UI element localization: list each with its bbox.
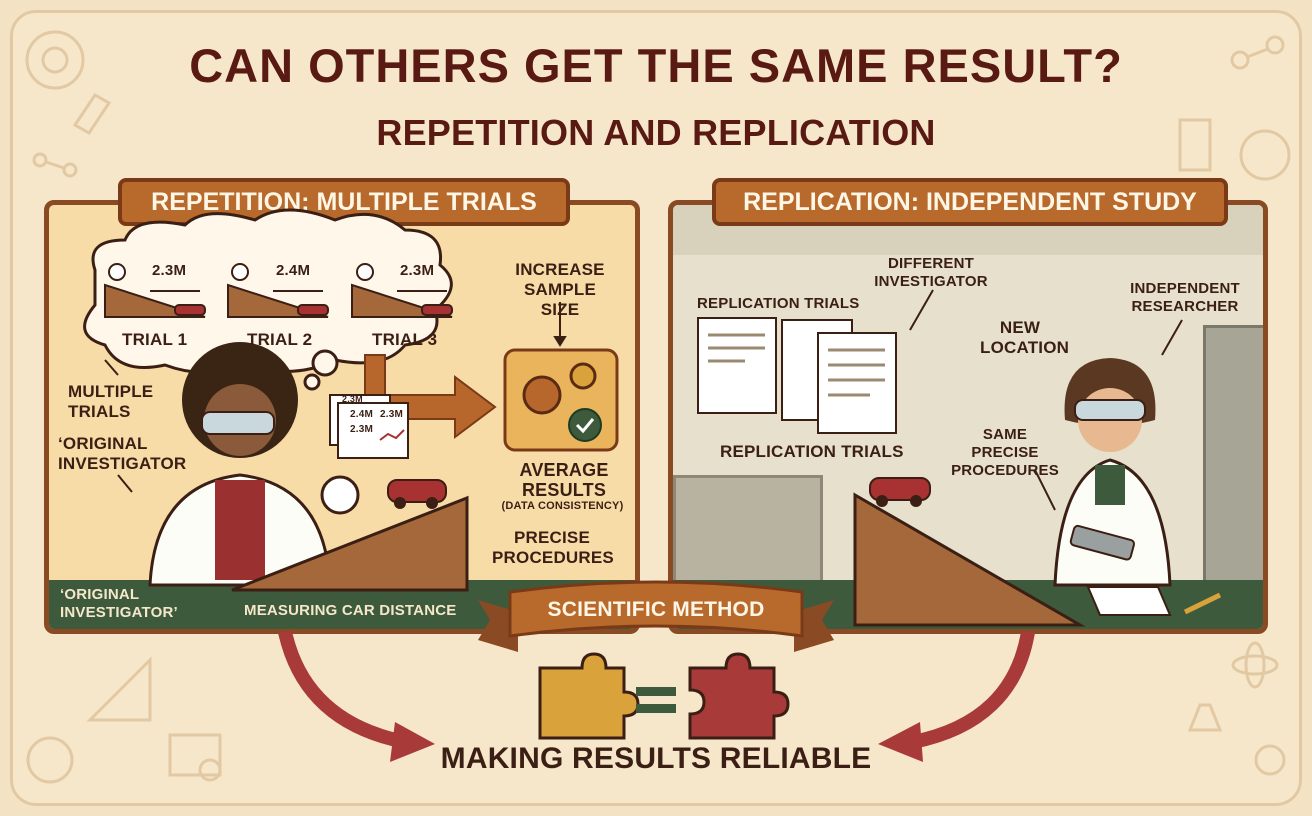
- trial-1-distance: 2.3m: [152, 262, 187, 279]
- left-result-arrow: [278, 630, 407, 749]
- replication-ramp: [853, 492, 1086, 627]
- scientific-method-ribbon: [508, 580, 804, 638]
- page-title: CAN OTHERS GET THE SAME RESULT?: [189, 39, 1123, 92]
- car-icon-1: [174, 304, 206, 316]
- car-icon-2: [297, 304, 329, 316]
- different-investigator-label: DIFFERENT INVESTIGATOR: [874, 255, 988, 290]
- replication-documents: [697, 317, 897, 434]
- card-value-1: 2.3m: [342, 394, 363, 404]
- gear-icon-right: [1239, 129, 1291, 181]
- equals-sign: [636, 687, 676, 696]
- lab-door: [1203, 325, 1263, 585]
- precise-procedures-label: PRECISE PROCEDURES: [492, 528, 614, 567]
- clipboard-icon: [1178, 118, 1212, 172]
- card-value-3: 2.3m: [380, 409, 404, 420]
- beaker-icon: [1187, 703, 1223, 732]
- flask-icon: [72, 93, 112, 135]
- measuring-car-distance-label: MEASURING CAR DISTANCE: [244, 602, 457, 619]
- researcher-goggles-icon: [1074, 399, 1146, 421]
- atom-icon: [1231, 654, 1279, 676]
- thought-cloud: [83, 208, 453, 374]
- stopwatch-icon-2: [231, 263, 249, 281]
- car-icon-3: [421, 304, 453, 316]
- same-precise-procedures-label: SAME PRECISE PROCEDURES: [951, 426, 1059, 479]
- trial-2-label: TRIAL 2: [247, 330, 313, 349]
- trial-2-distance: 2.4m: [276, 262, 311, 279]
- right-result-arrow: [911, 630, 1035, 749]
- average-results-box: [503, 348, 619, 452]
- trial-3-label: TRIAL 3: [372, 330, 438, 349]
- replication-trials-bottom-label: REPLICATION TRIALS: [720, 442, 904, 461]
- replication-trials-top-label: REPLICATION TRIALS: [697, 295, 860, 312]
- average-results-label: AVERAGE RESULTS: [519, 460, 609, 500]
- check-icon: [568, 408, 602, 442]
- trial-1-label: TRIAL 1: [122, 330, 188, 349]
- data-consistency-label: (DATA CONSISTENCY): [501, 500, 624, 512]
- researcher-lab-coat: [1053, 458, 1172, 587]
- stopwatch-icon-1: [108, 263, 126, 281]
- increase-sample-size-label: INCREASE SAMPLE SIZE: [515, 260, 605, 319]
- gear-icon-small: [569, 362, 597, 390]
- independent-researcher-label: INDEPENDENT RESEARCHER: [1130, 280, 1240, 315]
- stopwatch-icon: [320, 475, 360, 515]
- multiple-trials-label: MULTIPLE TRIALS: [68, 382, 154, 421]
- original-investigator-label: ‘ORIGINAL INVESTIGATOR: [58, 434, 187, 473]
- ruler-icon: [86, 656, 152, 722]
- stopwatch-icon-3: [356, 263, 374, 281]
- puzzle-piece-left: [538, 652, 640, 740]
- new-location-label: NEW LOCATION: [980, 318, 1070, 357]
- car-ramp: [231, 495, 469, 592]
- page-subtitle: REPETITION AND REPLICATION: [376, 112, 936, 153]
- toy-car-icon: [387, 479, 447, 503]
- replication-banner: REPLICATION: INDEPENDENT STUDY: [712, 178, 1228, 226]
- ground-investigator-label: ‘ORIGINAL INVESTIGATOR’: [60, 586, 178, 621]
- footer-title: MAKING RESULTS RELIABLE: [440, 742, 872, 775]
- gear-icon: [25, 30, 85, 90]
- notepad-icon: [1086, 586, 1172, 616]
- puzzle-piece-right: [688, 652, 790, 740]
- pencil-icon: [1183, 592, 1222, 615]
- replication-car-icon: [869, 477, 931, 501]
- lab-cabinet: [673, 475, 823, 585]
- safety-goggles-icon: [201, 411, 275, 435]
- gear-icon-large: [522, 375, 562, 415]
- card-value-2: 2.4m: [350, 409, 374, 420]
- clipboard-icon-researcher: [1069, 524, 1136, 561]
- trial-data-cards: [329, 394, 409, 459]
- scientific-method-label: SCIENTIFIC METHOD: [547, 598, 765, 621]
- trial-3-distance: 2.3m: [400, 262, 435, 279]
- card-value-4: 2.3m: [350, 424, 374, 435]
